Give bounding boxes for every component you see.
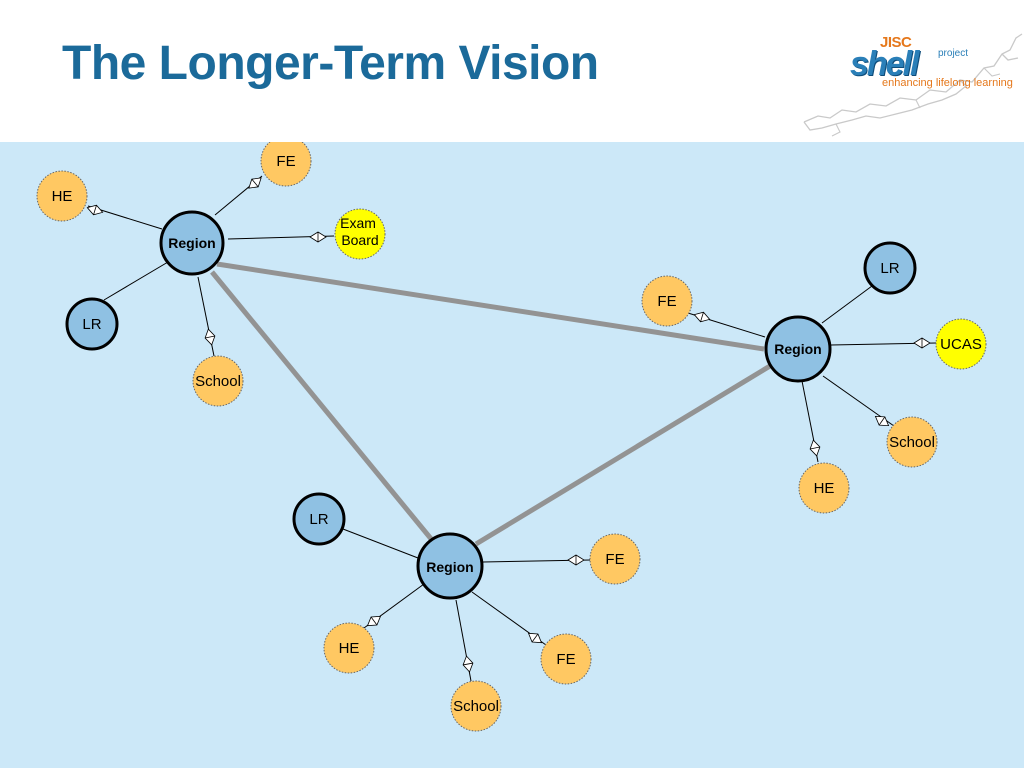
region-label: Region [426, 559, 473, 575]
node-he [798, 462, 850, 514]
slide-title: The Longer-Term Vision [62, 37, 599, 90]
node-fe [540, 633, 592, 685]
logo-tagline: enhancing lifelong learning [882, 77, 1013, 89]
region-link-1-3 [210, 270, 434, 542]
logo-jisc: JISC [880, 34, 912, 51]
node-school [886, 416, 938, 468]
map-outline-icon [803, 33, 1023, 137]
node-label: LR [880, 260, 899, 277]
logo-project: project [938, 48, 969, 59]
connector-diamond-icon [567, 554, 585, 566]
node-label: School [195, 373, 241, 390]
node-label-line: Board [341, 232, 378, 248]
node-label: LR [82, 316, 101, 333]
node-fe [589, 533, 641, 585]
region-node [416, 532, 484, 600]
spoke-line [342, 528, 419, 559]
node-label: Exam Board [340, 215, 380, 248]
node-label: FE [276, 153, 295, 170]
node-label: HE [52, 188, 73, 205]
node-label: FE [657, 293, 676, 310]
region-node [764, 315, 832, 383]
node-exam-board [334, 208, 386, 260]
connector-diamond-icon [366, 615, 382, 627]
region-label: Region [774, 341, 821, 357]
logo-shell: shell [850, 45, 919, 83]
node-label: FE [605, 551, 624, 568]
node-label: HE [814, 480, 835, 497]
spoke-line [821, 285, 873, 324]
slide-header: The Longer-Term Vision JISC shell projec… [0, 0, 1024, 142]
node-label: School [889, 434, 935, 451]
connector-diamond-icon [874, 415, 890, 427]
region-links [210, 261, 772, 547]
node-he [323, 622, 375, 674]
connector-diamond-icon [527, 632, 543, 644]
network-diagram: Region FE HE Exam Board LR School [36, 142, 987, 732]
node-label: FE [556, 651, 575, 668]
node-fe [260, 142, 312, 187]
node-school [450, 680, 502, 732]
shell-project-logo: JISC shell project enhancing lifelong le… [796, 20, 1024, 138]
region-node [159, 210, 225, 276]
connector-diamond-icon [462, 655, 474, 673]
node-ucas [935, 318, 987, 370]
node-label: LR [309, 511, 328, 528]
connector-diamond-icon [809, 439, 821, 457]
node-lr [65, 297, 119, 351]
connector-diamond-icon [248, 177, 262, 189]
region-cluster-3: Region LR FE HE FE School [292, 492, 641, 732]
node-label: School [453, 698, 499, 715]
diagram-panel: Region FE HE Exam Board LR School [0, 142, 1024, 768]
region-label: Region [168, 235, 215, 251]
connector-diamond-icon [204, 328, 216, 346]
region-link-1-2 [216, 261, 765, 352]
node-label-line: Exam [340, 215, 376, 231]
connector-diamond-icon [309, 231, 327, 243]
region-link-2-3 [474, 363, 772, 547]
node-fe [641, 275, 693, 327]
region-cluster-2: Region LR FE UCAS School HE [641, 241, 987, 514]
node-lr [863, 241, 917, 295]
connector-diamond-icon [693, 311, 711, 323]
node-school [192, 355, 244, 407]
node-lr [292, 492, 346, 546]
connector-diamond-icon [86, 204, 104, 216]
region-cluster-1: Region FE HE Exam Board LR School [36, 142, 386, 407]
node-label: UCAS [940, 336, 982, 353]
spoke-line [103, 261, 169, 301]
node-he [36, 170, 88, 222]
node-label: HE [339, 640, 360, 657]
connector-diamond-icon [913, 337, 931, 349]
